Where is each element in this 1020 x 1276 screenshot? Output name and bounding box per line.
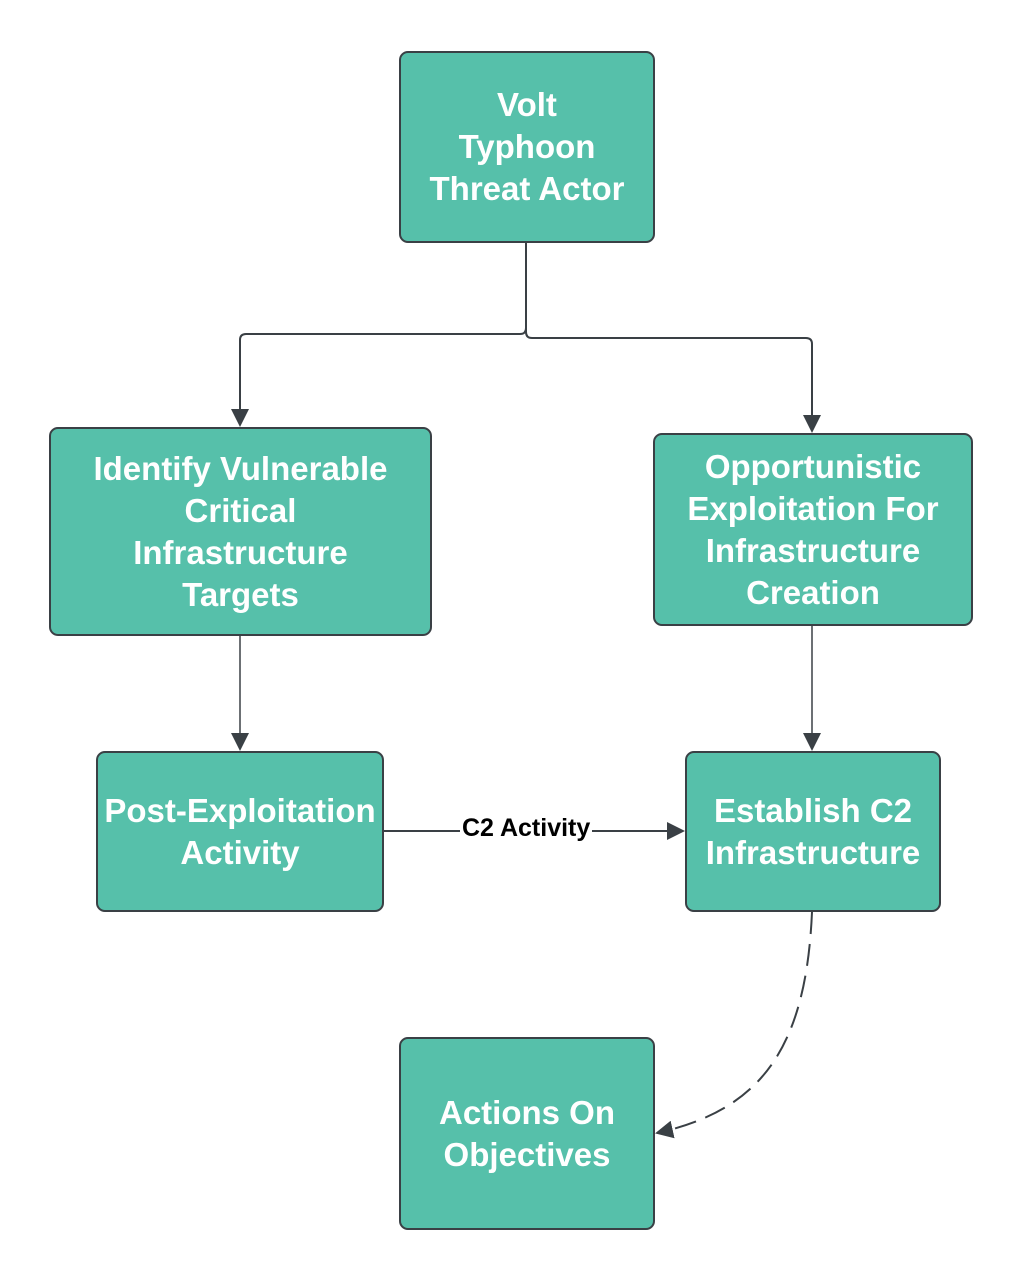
- node-label: Post-Exploitation Activity: [104, 791, 376, 871]
- node-label: Actions On Objectives: [438, 1093, 615, 1173]
- connector-c2-to-actions-dashed: [655, 911, 813, 1139]
- node-volt-typhoon-threat-actor: Volt Typhoon Threat Actor: [399, 51, 655, 243]
- connector-actor-to-opportunistic: [525, 243, 821, 433]
- node-post-exploitation-activity: Post-Exploitation Activity: [96, 751, 384, 912]
- node-label: Opportunistic Exploitation For Infrastru…: [687, 447, 939, 611]
- node-label: Volt Typhoon Threat Actor: [429, 86, 625, 207]
- edge-label-c2-activity: C2 Activity: [460, 813, 593, 843]
- node-opportunistic-exploitation: Opportunistic Exploitation For Infrastru…: [653, 433, 973, 626]
- connector-actor-to-identify: [231, 243, 527, 427]
- node-identify-vulnerable-targets: Identify Vulnerable Critical Infrastruct…: [49, 427, 432, 636]
- node-establish-c2-infrastructure: Establish C2 Infrastructure: [685, 751, 941, 912]
- node-label: Establish C2 Infrastructure: [705, 791, 921, 871]
- node-actions-on-objectives: Actions On Objectives: [399, 1037, 655, 1230]
- node-label: Identify Vulnerable Critical Infrastruct…: [93, 449, 388, 613]
